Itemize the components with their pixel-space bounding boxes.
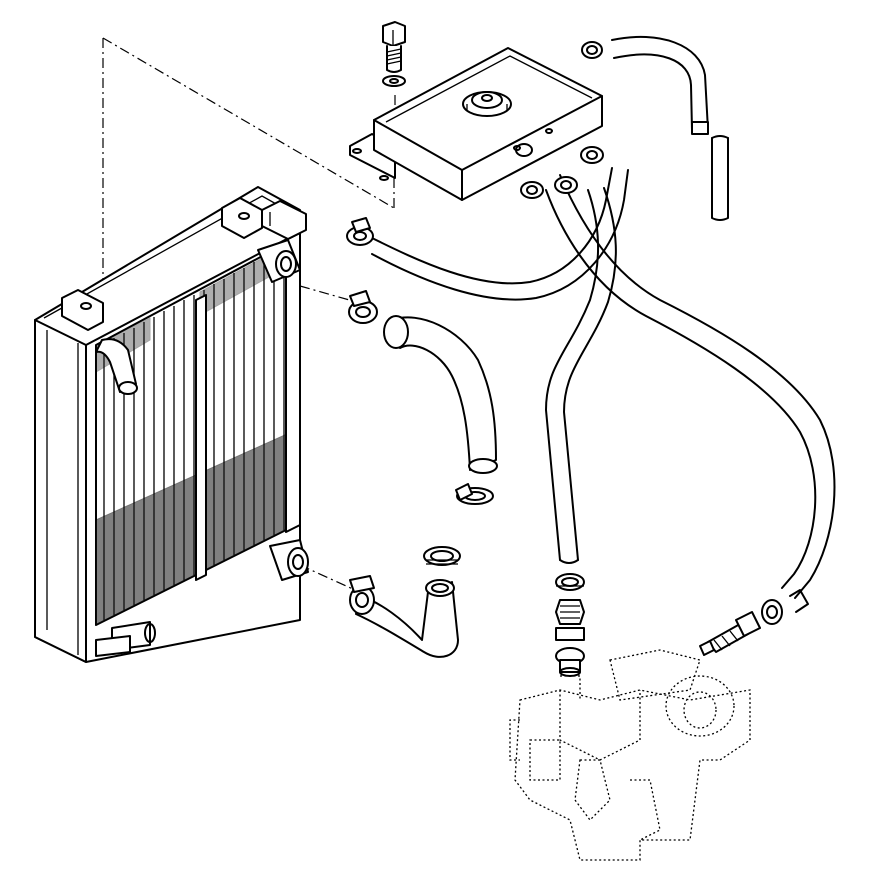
engine-return-hose (545, 174, 836, 599)
engine-icon (509, 649, 751, 861)
sender-icon (699, 589, 809, 656)
bypass-hose (545, 187, 617, 564)
tank-outlets (513, 128, 553, 157)
overflow-hose (611, 36, 729, 221)
radiator-inlet-neck (257, 239, 301, 283)
lower-elbow-hose (355, 579, 459, 658)
expansion-tank-icon (349, 47, 603, 201)
tank-vent-hose (367, 167, 629, 301)
radiator-side-elbow (95, 338, 138, 395)
fitting-icon (555, 599, 585, 677)
radiator-outlet-neck (269, 539, 309, 581)
hose-clamp-icon (346, 41, 783, 625)
bolt-icon (382, 21, 406, 73)
upper-hose (383, 315, 498, 474)
washer-icon (382, 75, 406, 87)
radiator-core-fins (103, 246, 285, 620)
filler-cap-icon (462, 91, 512, 117)
